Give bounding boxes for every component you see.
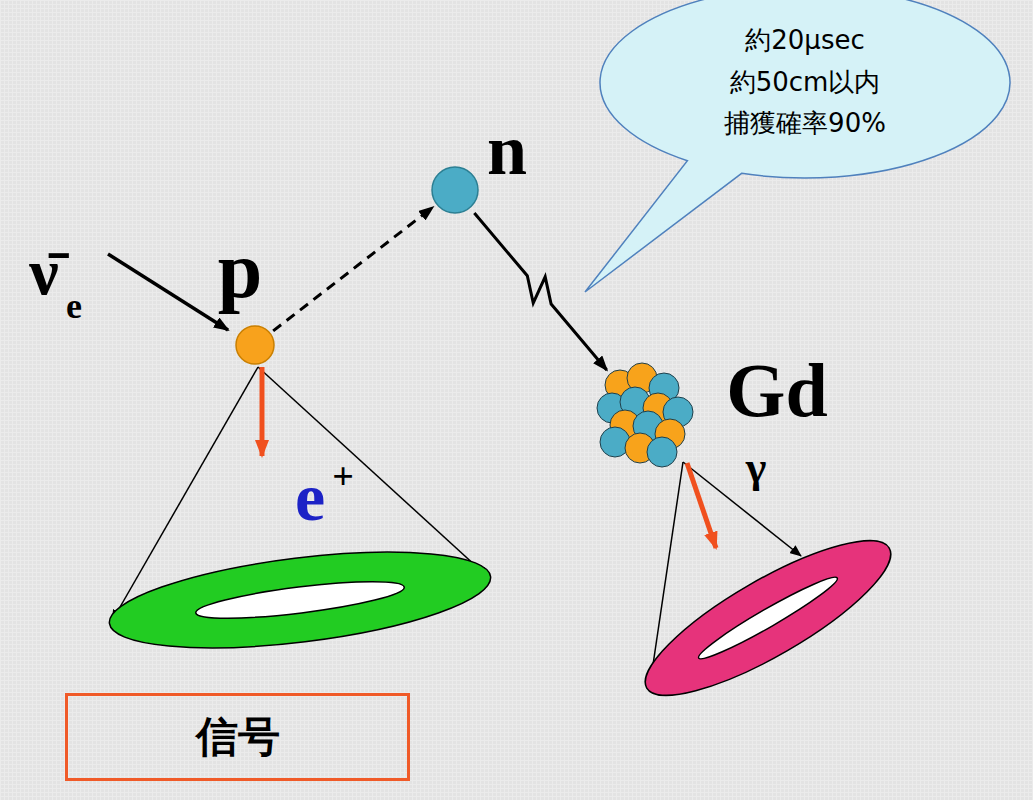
gamma-symbol: γ [746, 446, 767, 490]
ring-hole [694, 570, 842, 666]
positron-symbol: e [295, 463, 325, 531]
particle-label: n [487, 114, 527, 186]
ring-hole [194, 574, 406, 625]
box-title: 信号 [196, 716, 280, 758]
particle-label: p [218, 230, 263, 310]
incoming-arrow [108, 254, 228, 330]
particle-circle [432, 167, 478, 213]
gd-nucleus: Gd [590, 360, 695, 465]
label-wrap: e [295, 463, 325, 531]
flight-arrow [273, 207, 433, 331]
cherenkov-ring [104, 535, 495, 665]
label-wrap: e [66, 288, 82, 324]
label-wrap: ν̄ [29, 239, 59, 305]
proton-circle: p [235, 325, 275, 365]
positron-arrow [260, 367, 265, 456]
proton-circle-shape [235, 325, 275, 365]
callout-bubble: 約20μsec 約50cm以内 捕獲確率90% [595, 0, 1015, 180]
label-wrap: + [332, 457, 354, 495]
ring-outer [104, 535, 495, 665]
label-wrap: γ [746, 446, 767, 490]
neutron-circle: n [431, 166, 479, 214]
particle-circle [236, 326, 274, 364]
cone-line [258, 367, 489, 578]
cherenkov-ring [628, 515, 908, 721]
subscript: e [66, 288, 82, 324]
neutrino-symbol: ν̄ [29, 239, 59, 305]
callout-text: 約20μsec 約50cm以内 捕獲確率90% [724, 20, 886, 145]
gamma-arrow [687, 463, 716, 548]
neutron-circle-shape [431, 166, 479, 214]
speech-bubble [585, 0, 1010, 292]
signal-box: 信号 [65, 693, 410, 781]
ring-outer [628, 515, 908, 721]
nucleus-label: Gd [726, 352, 827, 428]
cone-line [683, 462, 801, 556]
gd-nucleus-shape [590, 360, 695, 465]
superscript: + [332, 457, 354, 495]
nucleon-ball [647, 437, 677, 467]
